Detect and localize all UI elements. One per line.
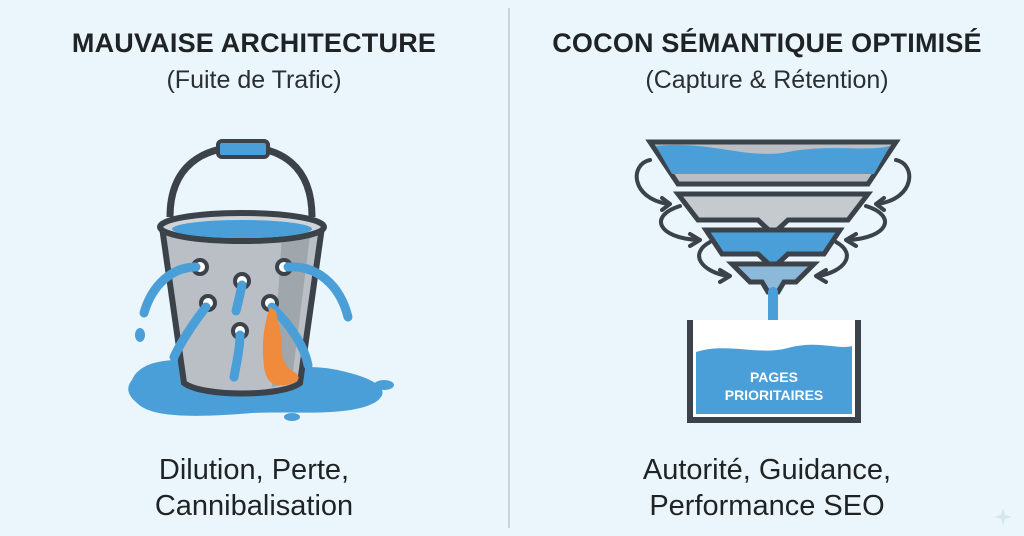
- left-panel: MAUVAISE ARCHITECTURE (Fuite de Trafic): [0, 0, 508, 536]
- bucket-handle-grip: [216, 139, 270, 159]
- funnel-icon: PAGES PRIORITAIRES: [634, 139, 912, 423]
- water-droplet: [284, 413, 300, 421]
- bucket-water-surface: [172, 220, 312, 238]
- container-water: [696, 344, 852, 414]
- water-leaks: [139, 262, 353, 382]
- right-caption-line2: Performance SEO: [649, 490, 885, 522]
- right-caption-line1: Autorité, Guidance,: [642, 454, 892, 486]
- orange-leak: [262, 307, 299, 386]
- left-caption-line1: Dilution, Perte,: [158, 454, 350, 486]
- bucket-holes: [191, 258, 293, 340]
- right-panel: COCON SÉMANTIQUE OPTIMISÉ (Capture & Rét…: [510, 0, 1024, 536]
- left-subtitle: (Fuite de Trafic): [166, 66, 342, 94]
- left-caption: Dilution, Perte, Cannibalisation: [0, 452, 508, 524]
- center-divider: [508, 8, 510, 528]
- right-title: COCON SÉMANTIQUE OPTIMISÉ: [552, 28, 982, 58]
- sparkle-icon: [994, 508, 1012, 526]
- left-caption-line2: Cannibalisation: [154, 490, 354, 522]
- leaking-bucket-icon: [128, 139, 394, 421]
- right-subtitle: (Capture & Rétention): [645, 66, 889, 94]
- funnel-tier-2: [672, 191, 874, 238]
- right-caption: Autorité, Guidance, Performance SEO: [510, 452, 1024, 524]
- container-label-line2: PRIORITAIRES: [725, 387, 824, 403]
- water-droplet: [374, 380, 394, 390]
- feedback-arrows: [634, 158, 912, 284]
- container-label-line1: PAGES: [750, 369, 798, 385]
- funnel-tier-3: [701, 227, 845, 272]
- container-icon: PAGES PRIORITAIRES: [687, 320, 861, 423]
- water-droplet: [135, 328, 145, 342]
- left-title: MAUVAISE ARCHITECTURE: [71, 28, 437, 58]
